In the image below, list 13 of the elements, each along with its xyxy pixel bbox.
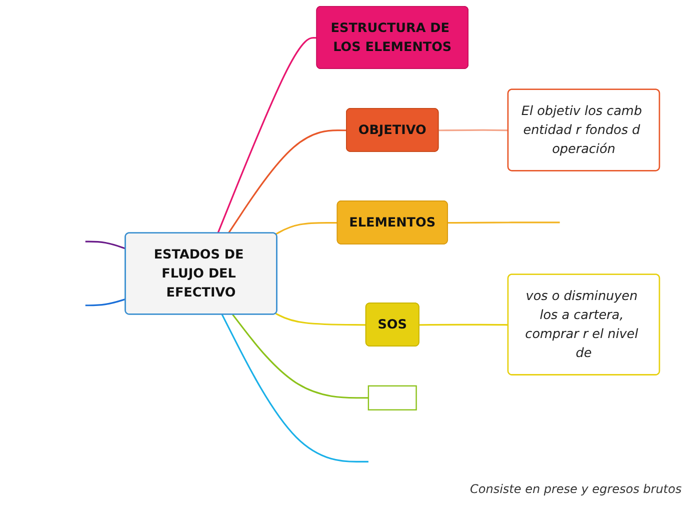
connector (221, 314, 368, 462)
connector (438, 129, 508, 132)
connector (448, 222, 560, 224)
connector (217, 37, 318, 234)
connector (232, 314, 368, 399)
connector (275, 312, 366, 326)
connector (419, 324, 508, 326)
connector (85, 240, 126, 250)
node-box (368, 385, 417, 410)
connector (228, 130, 347, 234)
connector (85, 298, 126, 306)
note-text: Consiste en prese y egresos brutos (470, 482, 683, 496)
connector (275, 222, 338, 235)
